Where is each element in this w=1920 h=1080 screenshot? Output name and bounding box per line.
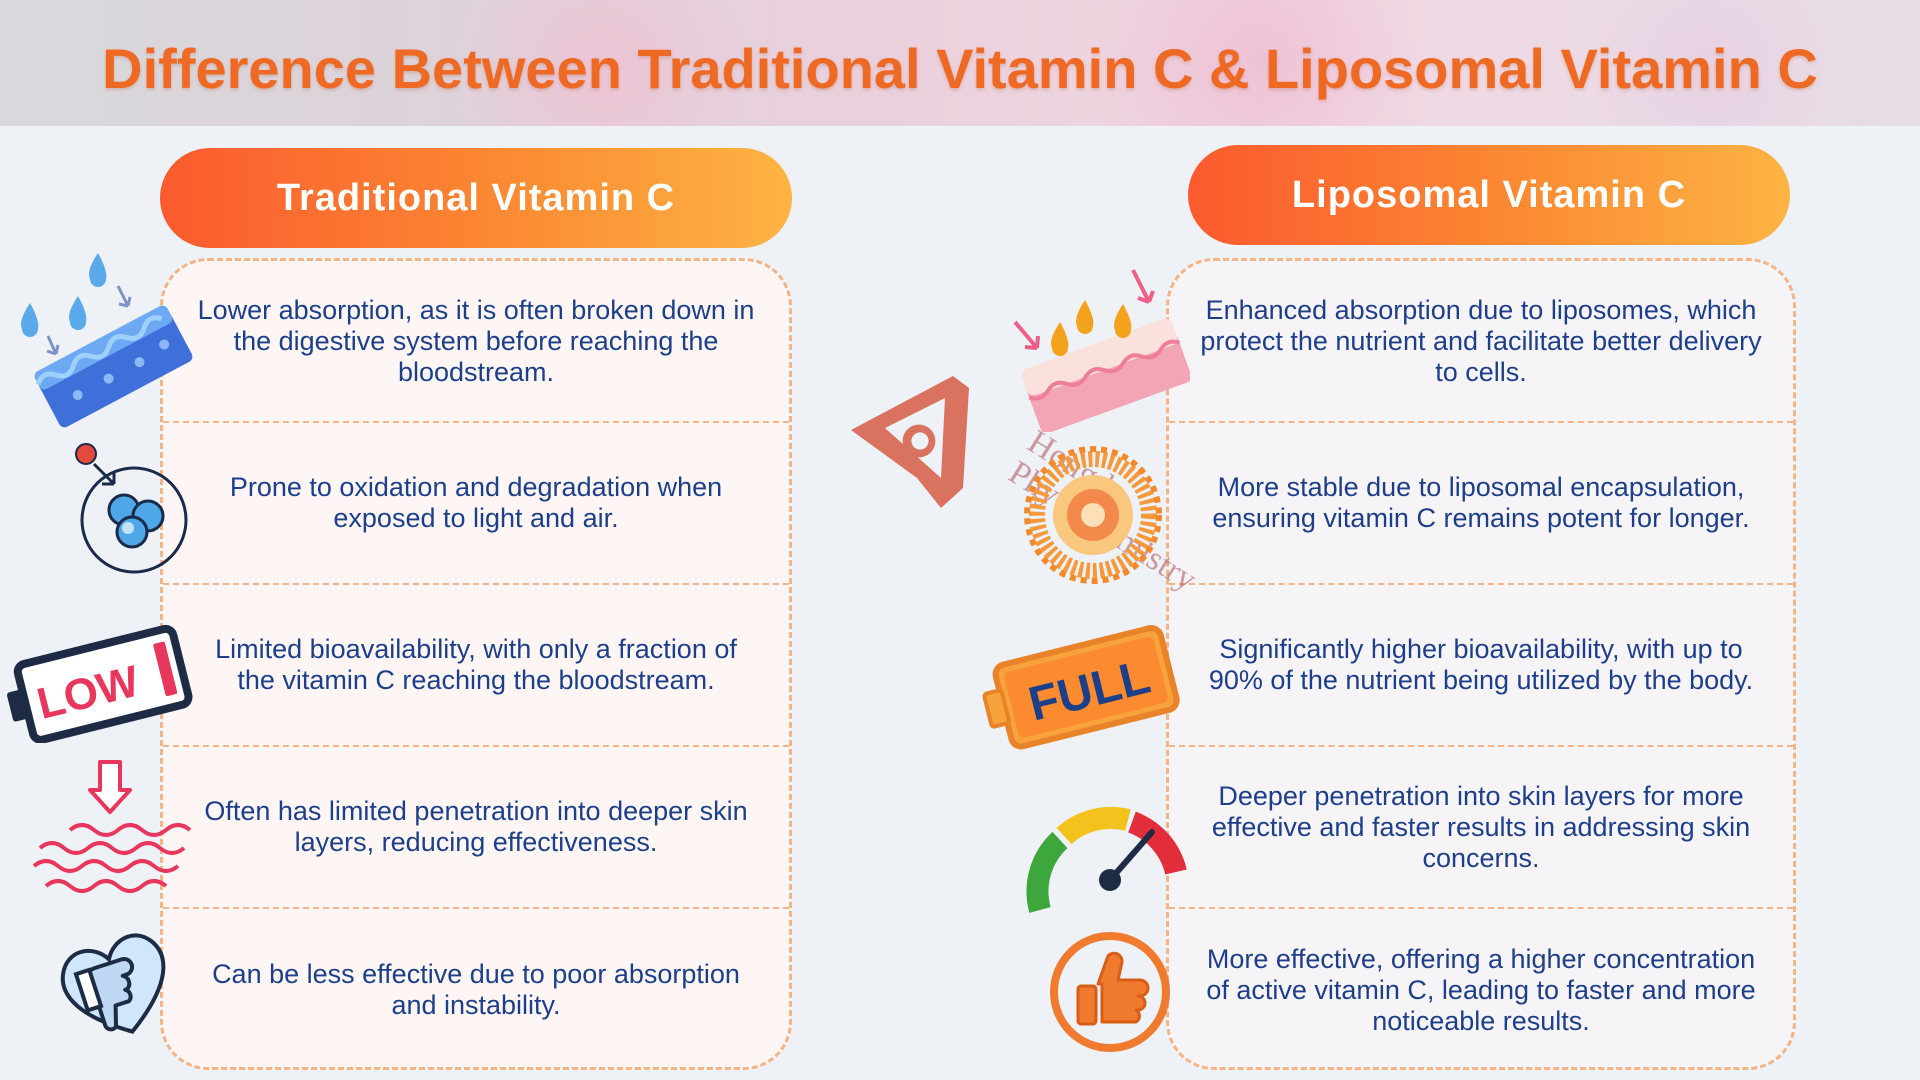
page-title: Difference Between Traditional Vitamin C… — [102, 37, 1818, 100]
absorption-blocked-icon — [21, 253, 193, 428]
liposomal-row-absorption: Enhanced absorption due to liposomes, wh… — [1169, 261, 1793, 423]
liposomal-vitamin-c-heading: Liposomal Vitamin C — [1188, 145, 1790, 245]
speed-gauge-icon — [1026, 806, 1187, 913]
liposomal-row-bioavailability: Significantly higher bioavailability, wi… — [1169, 585, 1793, 747]
thumbs-down-heart-icon — [60, 933, 166, 1034]
liposomal-row-penetration: Deeper penetration into skin layers for … — [1169, 747, 1793, 909]
liposomal-row-effectiveness: More effective, offering a higher concen… — [1206, 943, 1756, 1036]
header-banner: Difference Between Traditional Vitamin C… — [0, 0, 1920, 126]
traditional-row-absorption: Lower absorption, as it is often broken … — [163, 261, 789, 423]
traditional-panel: Lower absorption, as it is often broken … — [160, 258, 792, 1070]
traditional-vitamin-c-heading: Traditional Vitamin C — [160, 148, 792, 248]
thumbs-up-icon — [1050, 932, 1170, 1052]
liposomal-panel: Enhanced absorption due to liposomes, wh… — [1166, 258, 1796, 1070]
deep-absorption-icon — [1013, 269, 1190, 432]
oxidation-molecule-icon — [75, 443, 188, 574]
traditional-row-effectiveness: Can be less effective due to poor absorp… — [212, 959, 740, 1020]
brand-logo-icon — [851, 376, 969, 508]
liposomal-row-stability: More stable due to liposomal encapsulati… — [1169, 423, 1793, 585]
full-battery-icon: FULL — [982, 625, 1180, 750]
liposome-icon — [1024, 446, 1162, 584]
traditional-row-penetration: Often has limited penetration into deepe… — [163, 747, 789, 909]
traditional-row-bioavailability: Limited bioavailability, with only a fra… — [163, 585, 789, 747]
traditional-row-stability: Prone to oxidation and degradation when … — [163, 423, 789, 585]
low-battery-icon: LOW — [7, 624, 193, 743]
shallow-penetration-icon — [32, 760, 192, 893]
